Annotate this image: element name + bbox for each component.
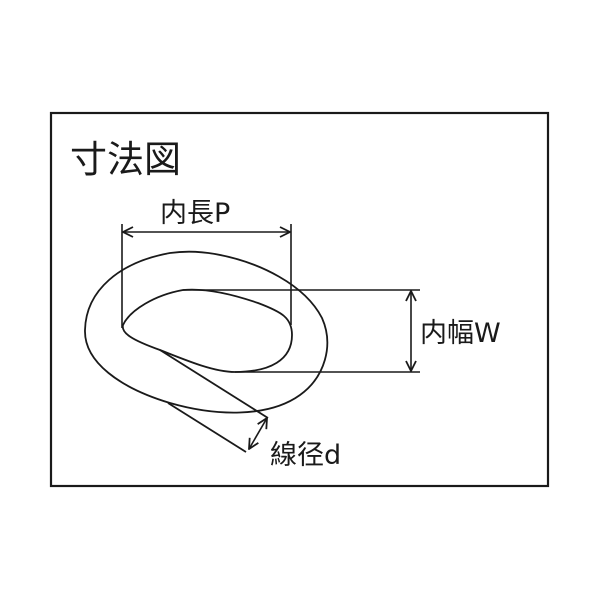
wire-diameter-label: 線径d — [270, 440, 341, 471]
diagram-title: 寸法図 — [70, 138, 181, 181]
inner-length-label: 内長P — [160, 198, 230, 229]
inner-width-dimension — [183, 289, 420, 373]
inner-length-dimension — [121, 224, 292, 328]
wire-diameter-dimension — [249, 418, 267, 449]
diagram-frame — [49, 111, 550, 488]
inner-width-label: 内幅W — [420, 318, 501, 349]
